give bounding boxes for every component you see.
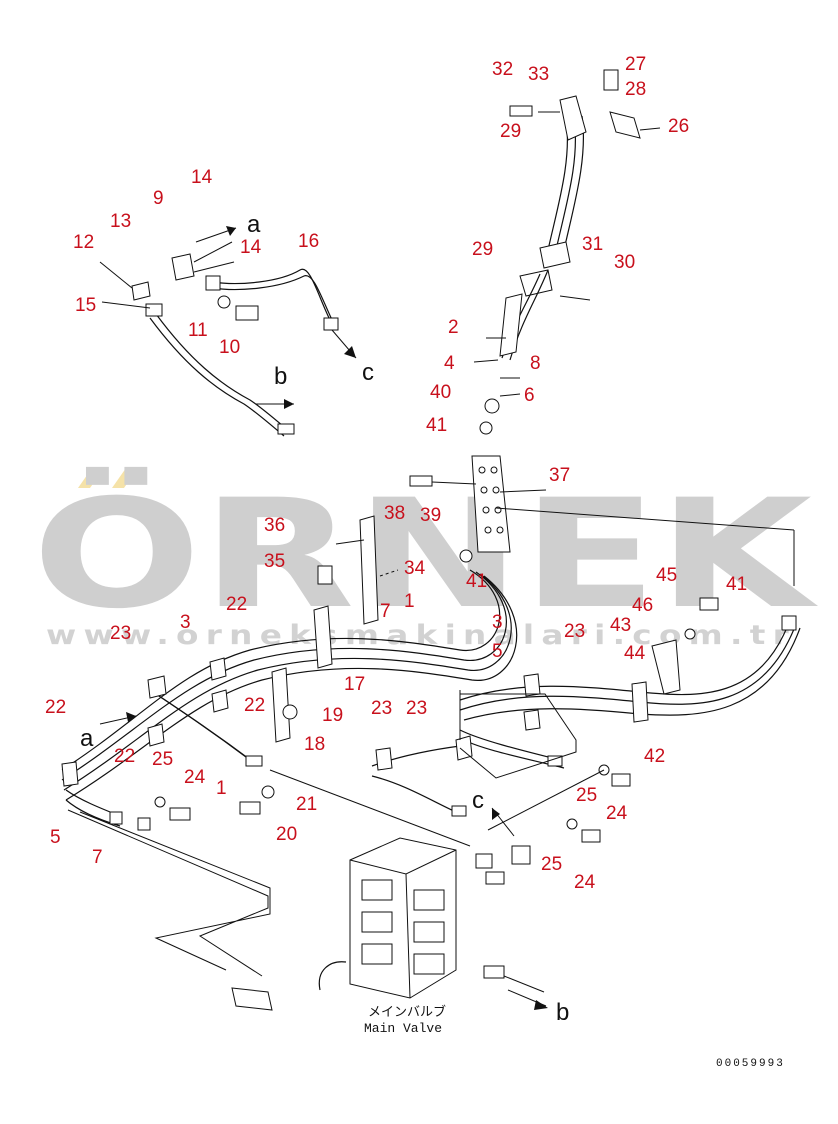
callout: 30	[614, 252, 635, 273]
main-hose-bundle	[61, 569, 518, 847]
callout: 8	[530, 353, 541, 374]
callout: 25	[541, 854, 562, 875]
watermark-accent-left	[78, 468, 104, 488]
callout: 23	[406, 698, 427, 719]
callout: 11	[188, 320, 208, 341]
callout: 24	[574, 872, 596, 893]
callout: 34	[404, 558, 426, 579]
callout: 42	[644, 746, 665, 767]
watermark-accent-right	[112, 468, 138, 488]
callout: 1	[404, 591, 415, 612]
callout: 23	[371, 698, 392, 719]
upper-left-hoses	[99, 241, 339, 437]
watermark: ÖRNEK www.orneksmakinalari.com.tr	[32, 466, 818, 651]
mounting-plate-37	[409, 455, 795, 586]
watermark-url: www.orneksmakinalari.com.tr	[46, 620, 796, 651]
callout: 9	[153, 188, 164, 209]
callout: 10	[219, 337, 240, 358]
callout: 16	[298, 231, 319, 252]
column-bracket-assembly	[473, 69, 661, 435]
callout: 35	[264, 551, 285, 572]
callout: 14	[240, 237, 262, 258]
document-number: 00059993	[716, 1058, 785, 1070]
callout: 41	[726, 574, 747, 595]
callout: 32	[492, 59, 513, 80]
callout: 38	[384, 503, 405, 524]
callout: 6	[524, 385, 535, 406]
direction-arrows	[99, 226, 548, 1010]
arrow-letter-a-left: a	[80, 725, 94, 752]
callout: 17	[344, 674, 365, 695]
main-valve-body	[231, 837, 545, 1011]
arrow-letter-b-lower: b	[556, 999, 569, 1026]
callout: 25	[152, 749, 173, 770]
callout: 5	[492, 641, 503, 662]
callout: 43	[610, 615, 631, 636]
caption-japanese: メインバルブ	[368, 1004, 446, 1020]
callout: 41	[466, 571, 487, 592]
callout: 44	[624, 643, 646, 664]
callout: 22	[226, 594, 247, 615]
callout: 29	[472, 239, 493, 260]
right-hose-group	[371, 597, 801, 843]
callout: 37	[549, 465, 570, 486]
callout: 5	[50, 827, 61, 848]
callout: 40	[430, 382, 451, 403]
pipe-routing	[67, 809, 271, 977]
arrow-letter-c-upper: c	[362, 359, 374, 386]
arrow-letter-b-upper: b	[274, 363, 287, 390]
callout: 24	[184, 767, 206, 788]
callout: 2	[448, 317, 459, 338]
callout: 22	[45, 697, 66, 718]
callout: 18	[304, 734, 325, 755]
callout: 7	[380, 601, 391, 622]
callout: 23	[564, 621, 585, 642]
callout: 23	[110, 623, 131, 644]
callout: 3	[492, 612, 503, 633]
bracket-34	[317, 515, 399, 625]
callout: 3	[180, 612, 191, 633]
callout: 36	[264, 515, 285, 536]
callout: 22	[114, 746, 135, 767]
callout: 7	[92, 847, 103, 868]
callout: 29	[500, 121, 521, 142]
callout: 46	[632, 595, 653, 616]
callout: 4	[444, 353, 455, 374]
part-callouts: 27 28 32 33 29 26 29 31 30 2 4 8 40 6 41…	[45, 54, 747, 893]
callout: 39	[420, 505, 441, 526]
callout: 25	[576, 785, 597, 806]
callout: 28	[625, 79, 646, 100]
arrow-letter-c-right: c	[472, 787, 484, 814]
callout: 33	[528, 64, 549, 85]
callout: 41	[426, 415, 447, 436]
caption-english: Main Valve	[364, 1021, 442, 1036]
callout: 24	[606, 803, 628, 824]
callout: 31	[582, 234, 603, 255]
callout: 20	[276, 824, 297, 845]
watermark-brand: ÖRNEK	[32, 466, 818, 642]
callout: 15	[75, 295, 96, 316]
callout: 21	[296, 794, 317, 815]
arrow-letter-a-upper: a	[247, 211, 261, 238]
callout: 22	[244, 695, 265, 716]
callout: 27	[625, 54, 646, 75]
callout: 19	[322, 705, 343, 726]
callout: 26	[668, 116, 689, 137]
callout: 14	[191, 167, 213, 188]
callout: 1	[216, 778, 227, 799]
callout: 13	[110, 211, 131, 232]
callout: 45	[656, 565, 677, 586]
callout: 12	[73, 232, 94, 253]
